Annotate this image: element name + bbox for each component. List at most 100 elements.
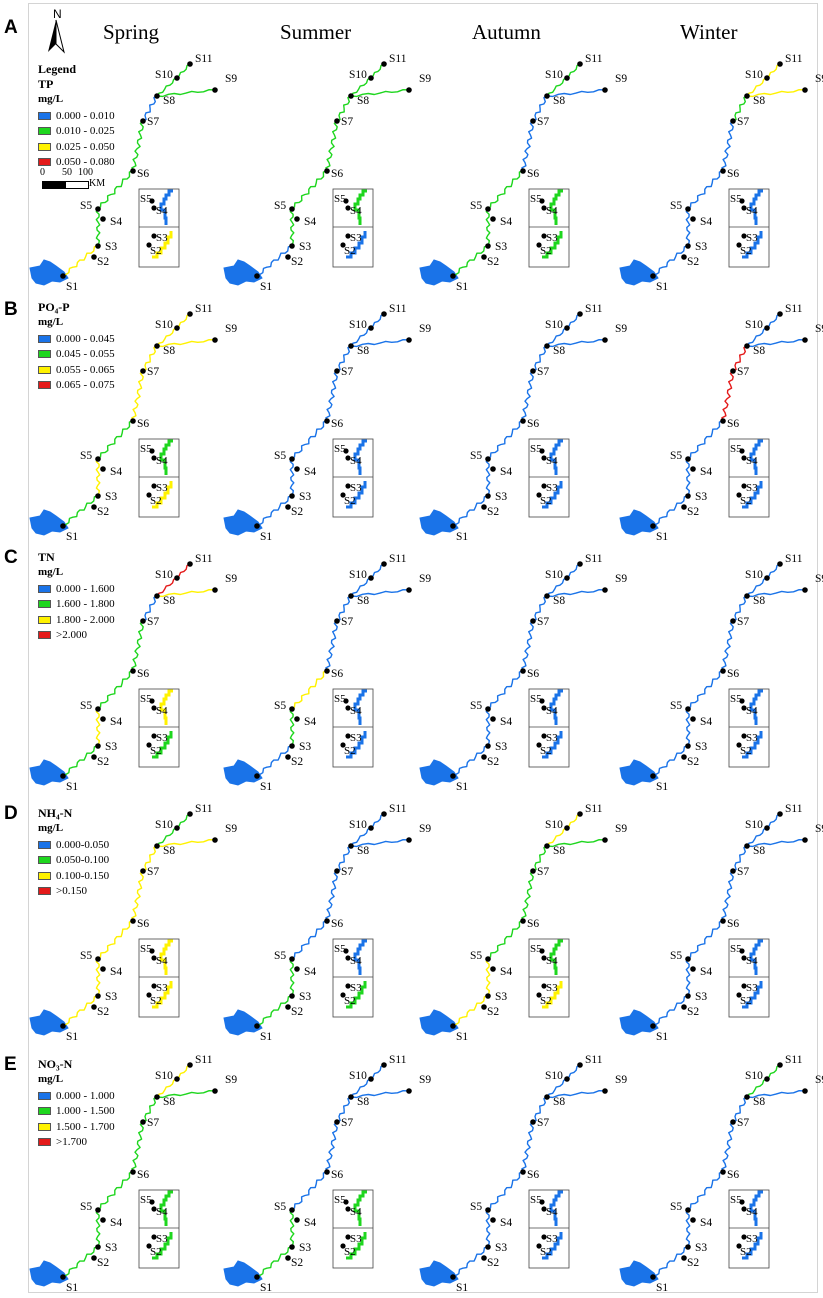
river-segment-s8-s7	[532, 1096, 548, 1123]
station-label-s6: S6	[527, 168, 539, 180]
station-dot-s10	[368, 825, 374, 831]
station-label-s4: S4	[700, 1217, 712, 1229]
station-dot-s11	[187, 561, 193, 567]
station-dot-s6	[130, 168, 136, 174]
river-segment-s5-s3	[485, 958, 491, 997]
station-label-s11: S11	[195, 553, 213, 565]
station-dot-s8	[348, 593, 354, 599]
inset-station-label: S3	[156, 732, 168, 744]
inset-station-label: S5	[140, 943, 152, 955]
river-segment-s5-s3	[685, 208, 691, 247]
inset-station-label: S4	[546, 205, 558, 217]
station-dot-s2	[481, 254, 487, 260]
legend-param: PO₄-P	[38, 300, 70, 314]
reservoir-shape	[419, 259, 459, 286]
station-label-s4: S4	[304, 1217, 316, 1229]
station-label-s6: S6	[527, 668, 539, 680]
river-segment-s3-s1	[62, 745, 99, 777]
inset-station-label: S2	[540, 995, 552, 1007]
inset-station-label: S3	[746, 982, 758, 994]
station-dot-s3	[685, 493, 691, 499]
inset-station-dot	[739, 448, 745, 454]
inset-station-label: S4	[156, 1206, 168, 1218]
station-label-s9: S9	[815, 573, 823, 585]
inset-station-label: S4	[350, 205, 362, 217]
station-dot-s7	[730, 868, 736, 874]
station-label-s4: S4	[700, 216, 712, 228]
station-dot-s8	[744, 843, 750, 849]
inset-station-label: S2	[344, 495, 356, 507]
station-label-s8: S8	[553, 95, 565, 107]
station-dot-s1	[450, 1023, 456, 1029]
inset-station-dot	[345, 705, 351, 711]
station-label-s4: S4	[110, 216, 122, 228]
station-label-s7: S7	[537, 1117, 549, 1129]
inset-station-dot	[541, 455, 547, 461]
inset-station-dot	[151, 205, 157, 211]
inset-station-label: S3	[746, 1233, 758, 1245]
station-label-s1: S1	[456, 531, 468, 543]
river-segment-s5-s3	[485, 1209, 491, 1248]
station-dot-s8	[348, 93, 354, 99]
station-label-s4: S4	[700, 966, 712, 978]
inset-station-dot	[539, 948, 545, 954]
reservoir-shape	[29, 759, 69, 786]
station-label-s8: S8	[753, 95, 765, 107]
station-label-s9: S9	[615, 1074, 627, 1086]
inset-station-label: S4	[156, 955, 168, 967]
station-dot-s2	[481, 1004, 487, 1010]
station-label-s7: S7	[147, 1117, 159, 1129]
river-segment-s3-s1	[652, 745, 689, 777]
inset-station-dot	[146, 742, 152, 748]
station-dot-s6	[520, 418, 526, 424]
station-dot-s11	[777, 311, 783, 317]
river-segment-s3-s1	[452, 745, 489, 777]
inset-station-label: S5	[530, 1194, 542, 1206]
station-label-s8: S8	[163, 95, 175, 107]
station-label-s11: S11	[785, 1054, 803, 1066]
station-dot-s6	[324, 1169, 330, 1175]
river-segment-s6-s5	[487, 170, 524, 210]
station-label-s10: S10	[155, 569, 173, 581]
station-label-s4: S4	[500, 716, 512, 728]
station-dot-s3	[289, 993, 295, 999]
inset-lower-river	[742, 731, 763, 759]
station-dot-s9	[212, 587, 218, 593]
station-label-s4: S4	[304, 216, 316, 228]
station-dot-s6	[130, 918, 136, 924]
inset-lower-river	[542, 731, 563, 759]
station-dot-s2	[91, 1255, 97, 1261]
river-segment-s6-s5	[487, 1171, 524, 1211]
inset-upper-river	[749, 1190, 763, 1226]
river-segment-s9-s8	[350, 1089, 410, 1099]
river-segment-s11-s10	[766, 1064, 781, 1080]
station-label-s6: S6	[331, 168, 343, 180]
station-label-s2: S2	[291, 1257, 303, 1269]
river-segment-s3-s1	[652, 245, 689, 277]
station-dot-s5	[485, 456, 491, 462]
station-label-s7: S7	[737, 616, 749, 628]
inset-station-dot	[541, 955, 547, 961]
station-label-s10: S10	[349, 69, 367, 81]
inset-station-dot	[151, 1234, 157, 1240]
scale-unit: KM	[89, 178, 106, 189]
inset-upper-river	[159, 689, 173, 725]
river-segment-s8-s7	[142, 95, 158, 122]
inset-station-label: S2	[150, 1246, 162, 1258]
legend-param: NH₄-N	[38, 806, 73, 820]
station-dot-s4	[294, 716, 300, 722]
inset-station-label: S5	[530, 193, 542, 205]
inset-station-dot	[541, 1206, 547, 1212]
station-dot-s11	[777, 1062, 783, 1068]
inset-station-dot	[741, 1234, 747, 1240]
legend-unit: mg/L	[38, 93, 64, 105]
river-segment-s6-s5	[487, 670, 524, 710]
river-segment-s11-s10	[370, 1064, 385, 1080]
river-segment-s10-s8	[746, 1078, 768, 1098]
station-label-s11: S11	[585, 303, 603, 315]
scale-tick-100: 100	[78, 167, 93, 178]
